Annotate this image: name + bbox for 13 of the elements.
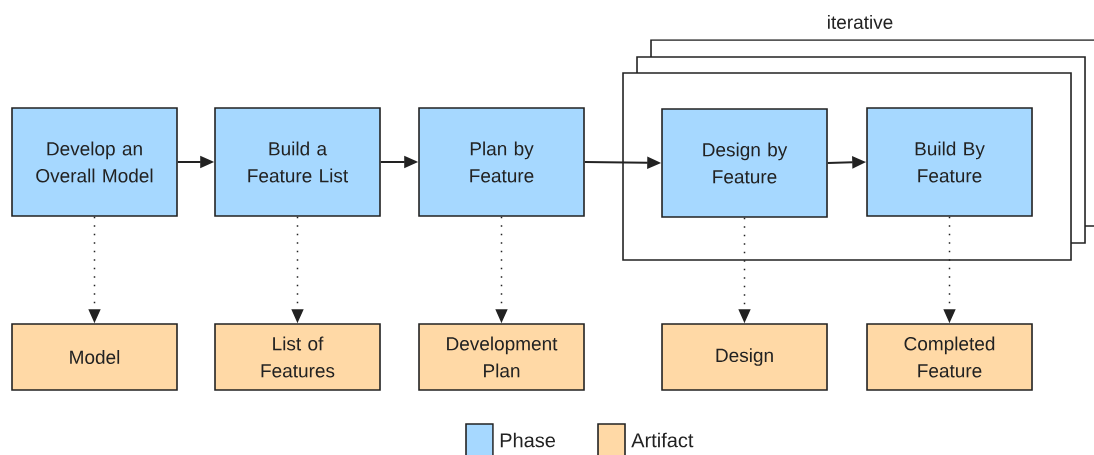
phase-box: Build a Feature List	[214, 107, 381, 217]
artifact-box: Development Plan	[418, 323, 585, 391]
legend-label: Phase	[500, 432, 555, 448]
phase-box: Plan by Feature	[418, 107, 585, 217]
phase-box: Design by Feature	[661, 108, 828, 218]
phase-box: Develop an Overall Model	[11, 107, 178, 217]
artifact-box: Design	[661, 323, 828, 391]
artifact-box: Model	[11, 323, 178, 391]
artifact-box: List of Features	[214, 323, 381, 391]
artifact-box: Completed Feature	[866, 323, 1033, 391]
legend-label: Artifact	[631, 432, 694, 448]
phase-box: Build By Feature	[866, 107, 1033, 217]
frame-label: iterative	[828, 15, 893, 29]
